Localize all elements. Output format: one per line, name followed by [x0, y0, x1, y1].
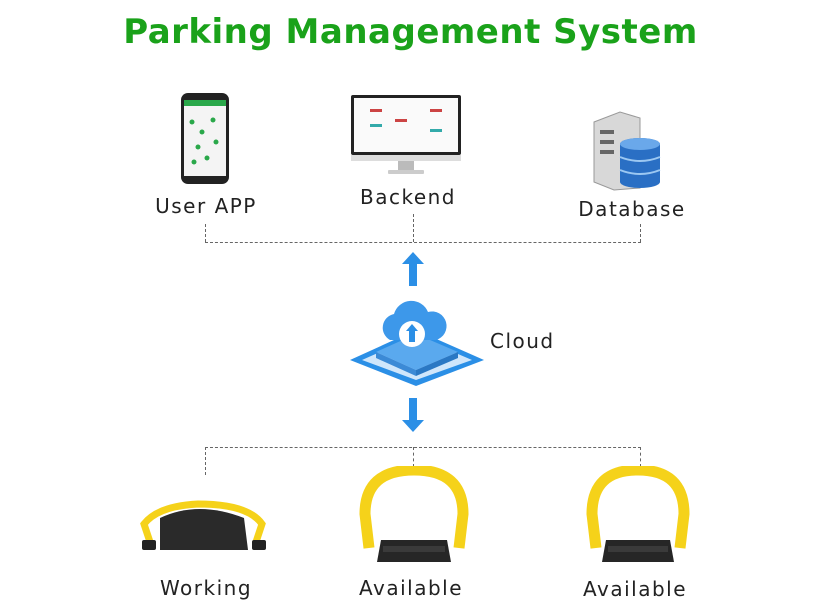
user-app-label: User APP [155, 194, 257, 218]
database-icon [593, 111, 661, 191]
backend-label: Backend [359, 185, 457, 209]
down-arrow-icon [402, 398, 424, 432]
phone-icon [181, 93, 229, 184]
connector-line [205, 447, 641, 448]
parking-lock-up-icon [586, 466, 690, 562]
cloud-label: Cloud [490, 329, 555, 353]
connector-line [413, 214, 414, 242]
up-arrow-icon [402, 252, 424, 286]
connector-line [640, 447, 641, 467]
lock-status-label: Available [582, 577, 688, 601]
connector-line [205, 224, 206, 242]
connector-line [413, 447, 414, 467]
connector-line [640, 224, 641, 242]
parking-lock-up-icon [359, 466, 469, 562]
lock-status-label: Working [159, 576, 253, 600]
lock-status-label: Available [358, 576, 464, 600]
connector-line [205, 242, 641, 243]
page-title: Parking Management System [123, 12, 698, 52]
connector-line [205, 447, 206, 475]
database-label: Database [578, 197, 686, 221]
parking-lock-down-icon [140, 500, 266, 550]
cloud-icon [350, 300, 484, 386]
monitor-icon [351, 95, 461, 174]
